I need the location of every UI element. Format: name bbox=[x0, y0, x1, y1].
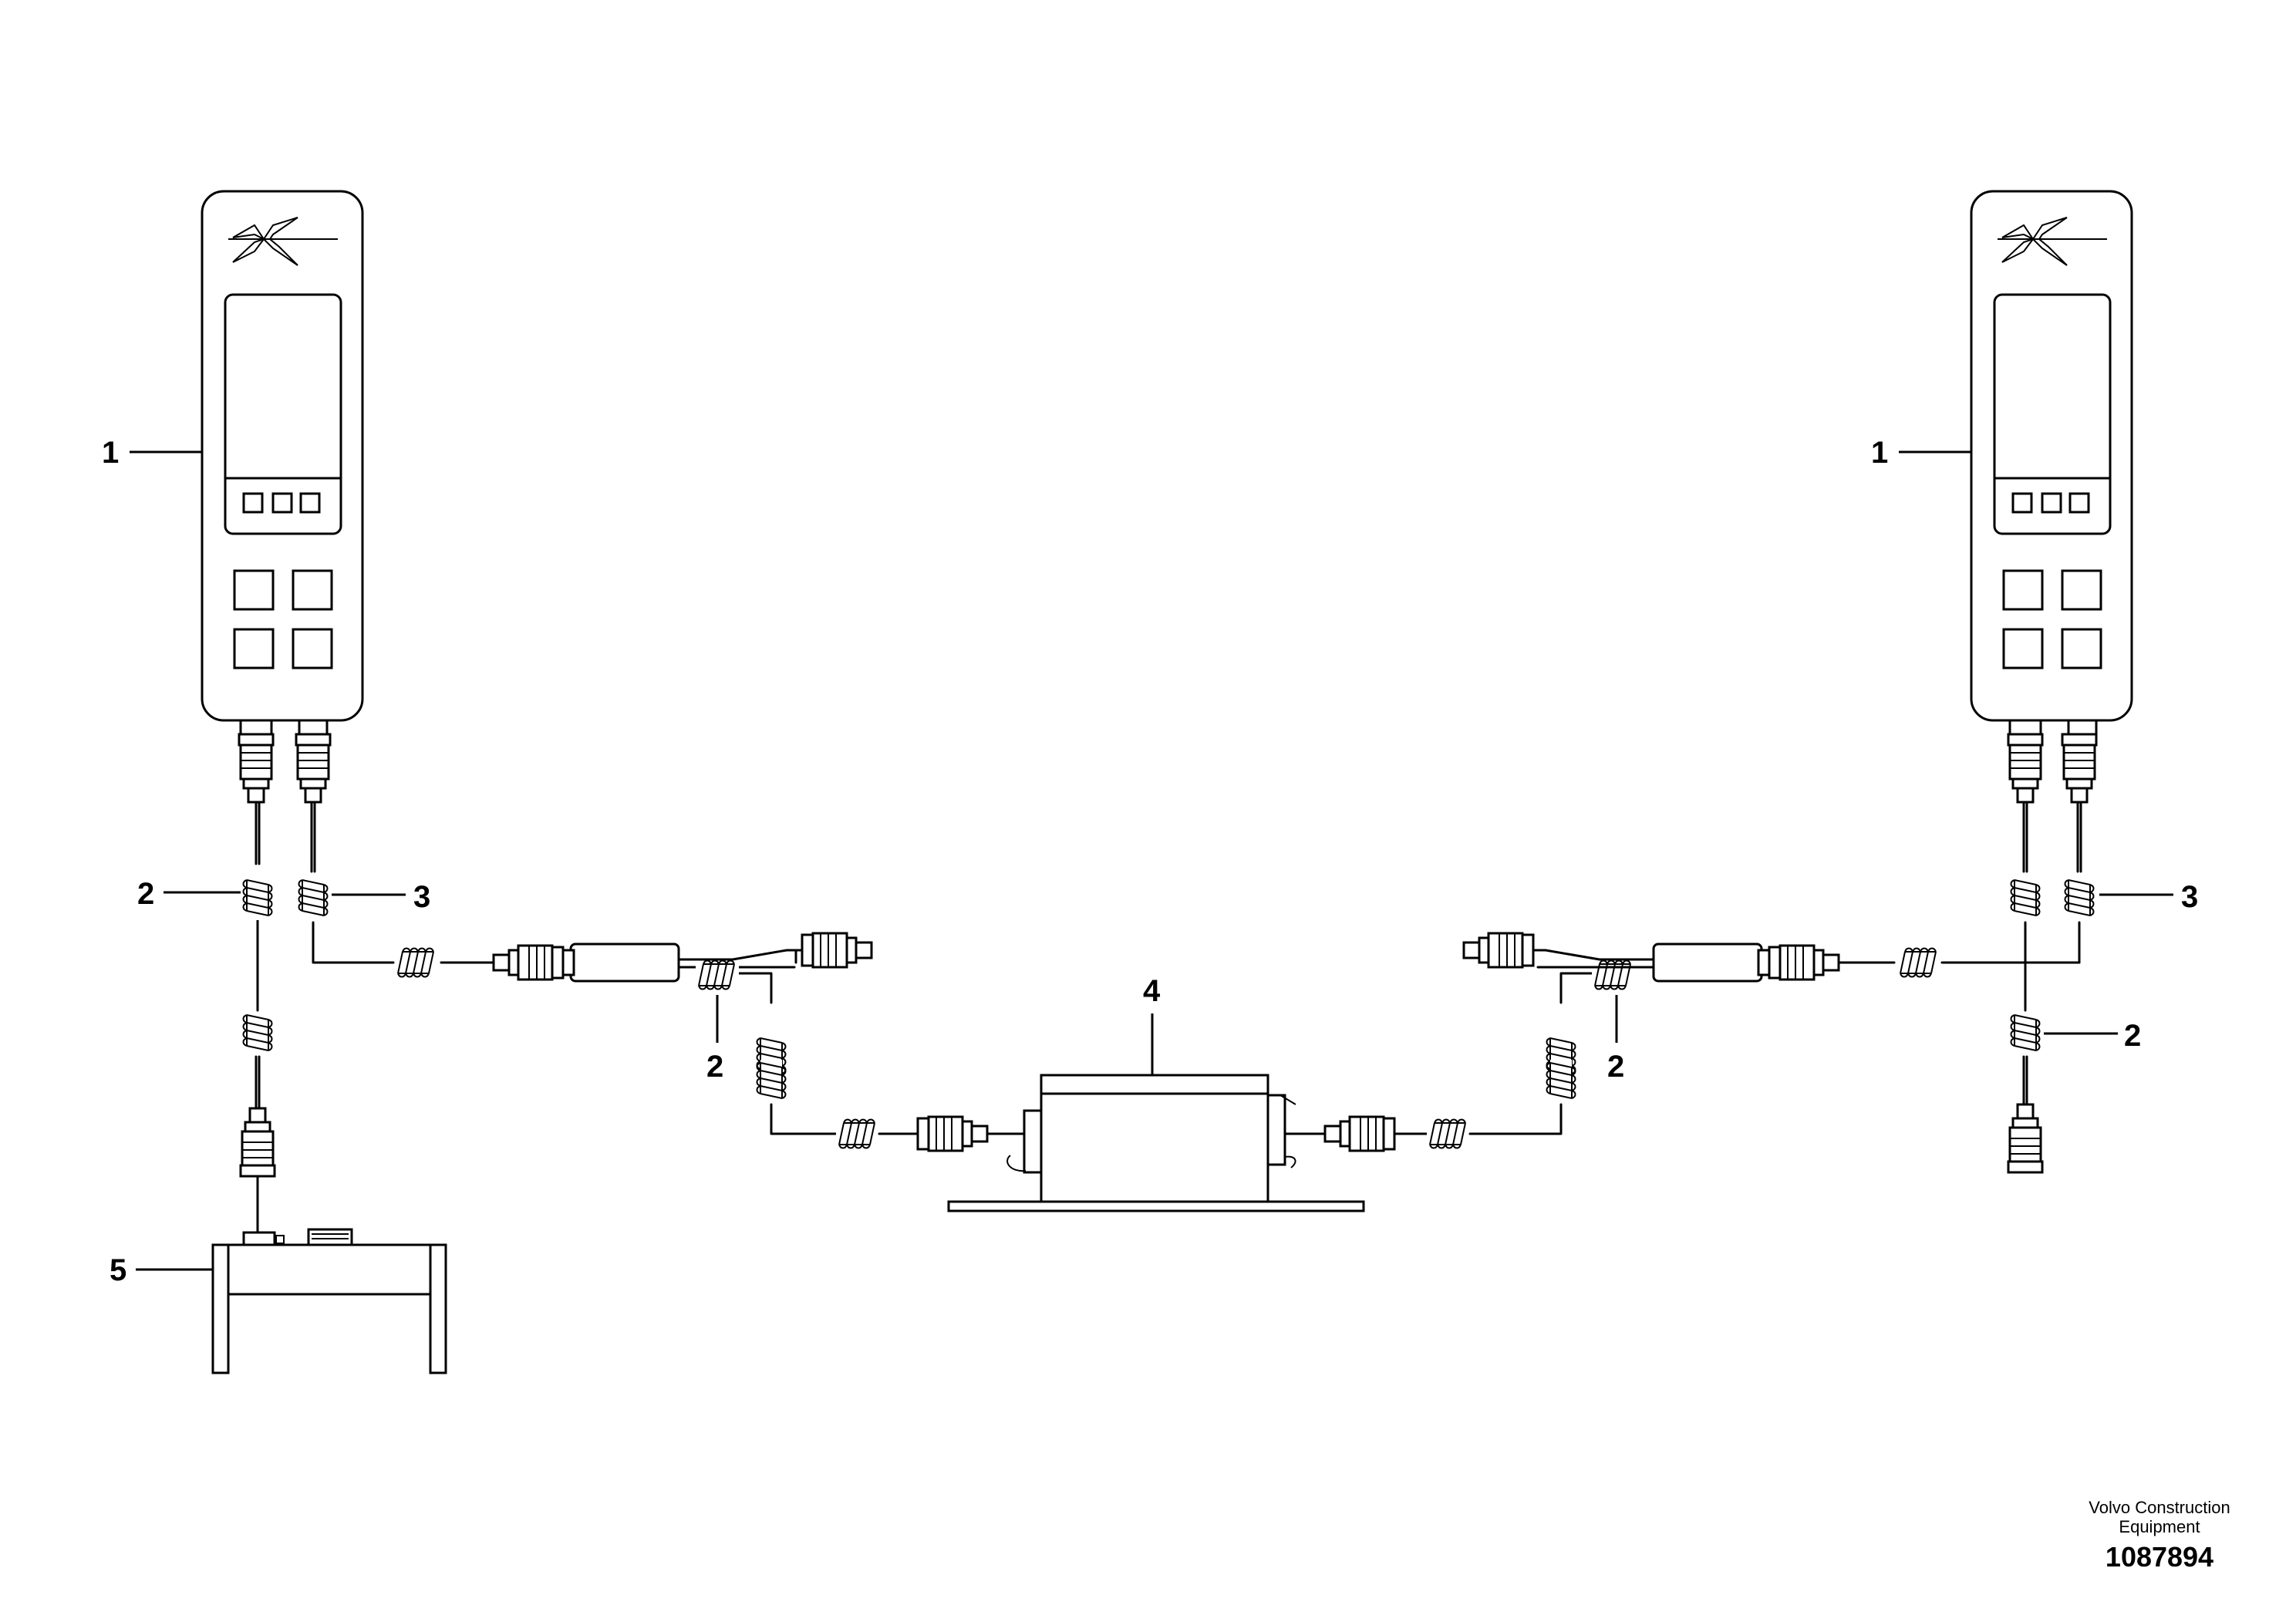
y-adapter-left bbox=[561, 932, 989, 1152]
callout-cable-right-mid: 2 bbox=[1607, 1050, 1624, 1084]
coil-right-upper bbox=[2010, 876, 2041, 921]
base-unit bbox=[211, 1228, 447, 1374]
callout-handset-right: 1 bbox=[1871, 436, 1888, 470]
cable-right-main bbox=[2007, 733, 2044, 1174]
publisher-name: Volvo Construction Equipment bbox=[2089, 1498, 2230, 1536]
drawing-number: 1087894 bbox=[2105, 1541, 2214, 1573]
cable-right-coiled bbox=[1768, 733, 2098, 981]
callout-cable-right-lower: 2 bbox=[2124, 1019, 2141, 1053]
cable-left-coiled bbox=[295, 733, 565, 981]
handset-left bbox=[201, 190, 364, 736]
coil-left-y bbox=[695, 959, 740, 990]
connector-left-unit bbox=[916, 1115, 989, 1152]
callout-control-unit: 4 bbox=[1143, 974, 1161, 1008]
coil-left-mid bbox=[242, 1011, 273, 1056]
coil-right-y bbox=[1591, 959, 1636, 990]
coil-right-3 bbox=[2064, 876, 2095, 921]
coil-right-3-h bbox=[1896, 947, 1941, 978]
handset-right bbox=[1970, 190, 2133, 736]
coil-right-lower bbox=[2010, 1011, 2041, 1056]
control-unit bbox=[947, 1074, 1365, 1212]
callout-cable-right-3: 3 bbox=[2181, 880, 2198, 914]
cable-left-main bbox=[238, 733, 276, 1237]
coil-left-3-h bbox=[394, 947, 439, 978]
callout-base-unit: 5 bbox=[110, 1253, 126, 1287]
y-adapter-right bbox=[1323, 932, 1771, 1152]
callout-handset-left: 1 bbox=[102, 436, 119, 470]
callout-cable-left-3: 3 bbox=[413, 880, 430, 914]
publisher-credit: Volvo Construction Equipment 1087894 bbox=[2082, 1498, 2237, 1573]
coil-left-upper bbox=[242, 876, 273, 921]
callout-cable-left-upper: 2 bbox=[137, 877, 154, 911]
callout-cable-left-mid: 2 bbox=[706, 1050, 723, 1084]
coil-left-3 bbox=[298, 876, 329, 921]
